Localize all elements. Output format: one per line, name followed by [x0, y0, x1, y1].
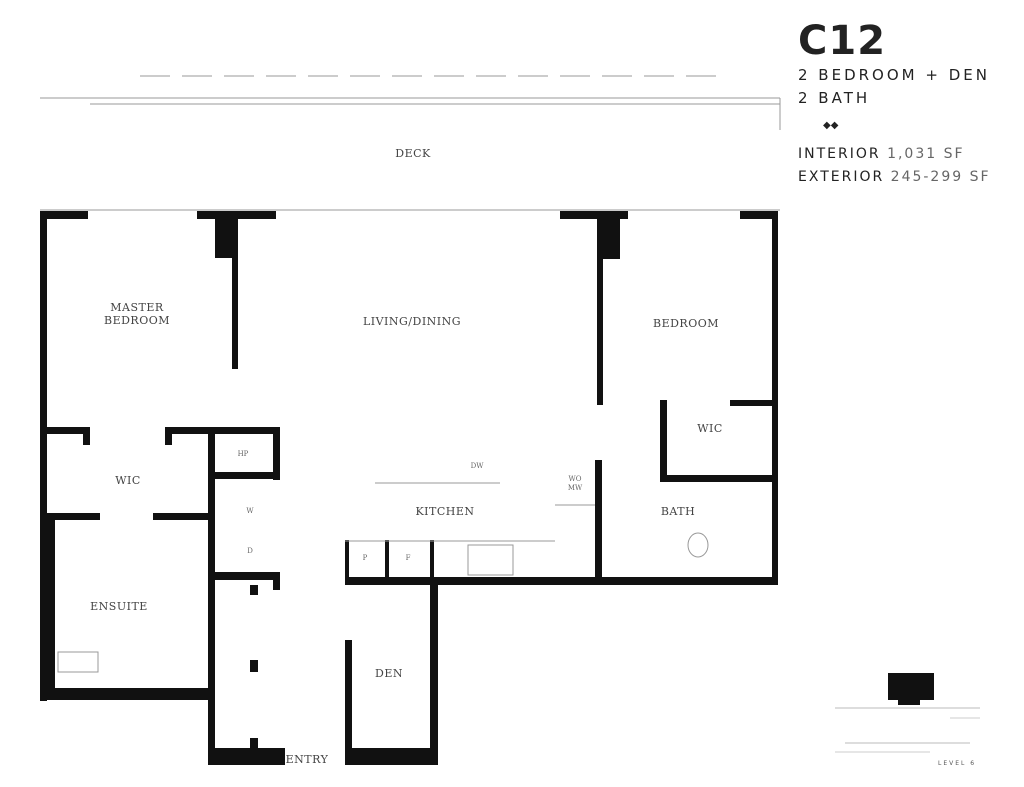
room-label-ensuite: ENSUITE: [90, 600, 148, 613]
walls: [40, 211, 778, 765]
unit-info: C12 2 BEDROOM + DEN 2 BATH ◆◆ INTERIOR 1…: [798, 18, 991, 189]
fixture-washer: W: [246, 507, 254, 515]
fixture-pantry: P: [363, 554, 368, 562]
tub-icon: [57, 651, 99, 673]
unit-type-baths: 2 BATH: [798, 89, 871, 107]
fixture-wall-oven: WO: [569, 475, 582, 483]
unit-name: C12: [798, 18, 887, 64]
room-label-entry: ENTRY: [286, 753, 329, 766]
room-label-master-line2: BEDROOM: [104, 314, 170, 327]
room-label-living-dining: LIVING/DINING: [363, 315, 461, 328]
room-label-master-line1: MASTER: [110, 301, 164, 314]
room-label-bath: BATH: [661, 505, 695, 518]
diamond-icon: ◆◆: [823, 120, 839, 131]
fixture-dishwasher: DW: [471, 462, 485, 470]
toilet-icon: [687, 532, 709, 558]
key-plan-level: LEVEL 6: [938, 760, 977, 767]
room-label-den: DEN: [375, 667, 403, 680]
room-label-kitchen: KITCHEN: [415, 505, 474, 518]
exterior-area: EXTERIOR 245-299 SF: [798, 166, 991, 189]
unit-type-bedrooms: 2 BEDROOM + DEN: [798, 66, 990, 84]
key-plan: [835, 673, 980, 753]
room-label-deck: DECK: [395, 147, 431, 160]
room-label-wic-master: WIC: [115, 474, 141, 487]
interior-area: INTERIOR 1,031 SF: [798, 143, 991, 166]
cooktop-icon: [467, 544, 514, 576]
fixture-microwave: MW: [568, 484, 583, 492]
exterior-label: EXTERIOR: [798, 169, 885, 185]
fixture-fridge: F: [406, 554, 411, 562]
key-plan-unit-highlight: [888, 673, 934, 705]
fixture-dryer: D: [247, 547, 253, 555]
room-label-bedroom: BEDROOM: [653, 317, 719, 330]
fixture-lines: [57, 482, 709, 673]
exterior-value: 245-299 SF: [890, 169, 991, 185]
fixture-hp: HP: [238, 450, 249, 458]
deck-outline: [40, 75, 781, 211]
interior-value: 1,031 SF: [887, 146, 965, 162]
room-label-wic-bedroom: WIC: [697, 422, 723, 435]
interior-label: INTERIOR: [798, 146, 881, 162]
